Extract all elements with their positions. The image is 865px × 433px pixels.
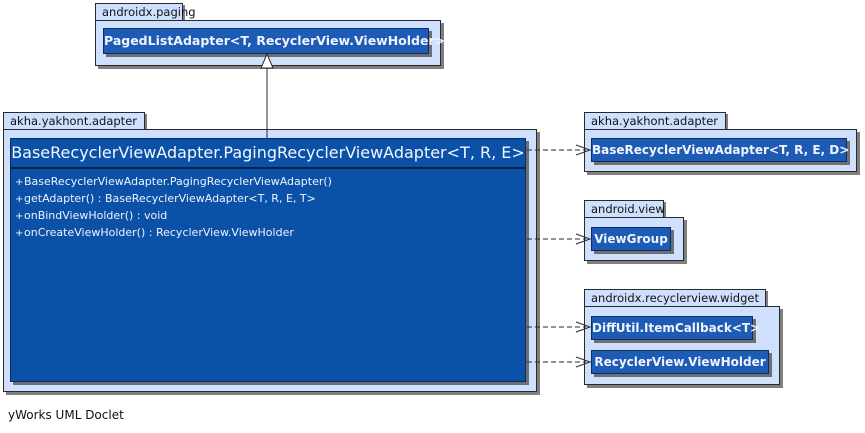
generalization-arrowhead [260, 52, 274, 69]
class-base-recycler-view-adapter[interactable]: BaseRecyclerViewAdapter<T, R, E, D> [591, 138, 849, 162]
dependency-arrowhead [575, 233, 592, 245]
package-android-view: android.view ViewGroup [584, 200, 684, 261]
member-row: +onCreateViewHolder() : RecyclerView.Vie… [15, 226, 294, 239]
package-androidx-recyclerview-widget: androidx.recyclerview.widget DiffUtil.It… [584, 289, 780, 385]
member-row: +BaseRecyclerViewAdapter.PagingRecyclerV… [15, 175, 332, 188]
class-paging-recycler-view-adapter[interactable]: BaseRecyclerViewAdapter.PagingRecyclerVi… [10, 138, 526, 382]
member-row: +getAdapter() : BaseRecyclerViewAdapter<… [15, 192, 316, 205]
footer-credit: yWorks UML Doclet [8, 408, 124, 422]
dependency-arrowhead [575, 321, 592, 333]
package-tab: androidx.paging [95, 3, 196, 20]
package-tab: androidx.recyclerview.widget [584, 289, 766, 306]
class-title: BaseRecyclerViewAdapter.PagingRecyclerVi… [11, 139, 525, 169]
member-row: +onBindViewHolder() : void [15, 209, 168, 222]
package-akha-yakhont-adapter-main: akha.yakhont.adapter BaseRecyclerViewAda… [3, 112, 537, 392]
class-diff-util-item-callback[interactable]: DiffUtil.ItemCallback<T> [591, 316, 760, 340]
class-paged-list-adapter[interactable]: PagedListAdapter<T, RecyclerView.ViewHol… [103, 28, 445, 54]
class-view-group[interactable]: ViewGroup [591, 227, 671, 251]
class-recycler-view-view-holder[interactable]: RecyclerView.ViewHolder [591, 350, 769, 374]
package-tab: android.view [584, 200, 665, 217]
member-list: +BaseRecyclerViewAdapter.PagingRecyclerV… [11, 169, 525, 241]
dependency-arrowhead [575, 356, 592, 368]
package-tab: akha.yakhont.adapter [584, 112, 726, 129]
dependency-arrowhead [575, 144, 592, 156]
package-tab: akha.yakhont.adapter [3, 112, 145, 129]
package-akha-yakhont-adapter-right: akha.yakhont.adapter BaseRecyclerViewAda… [584, 112, 857, 172]
